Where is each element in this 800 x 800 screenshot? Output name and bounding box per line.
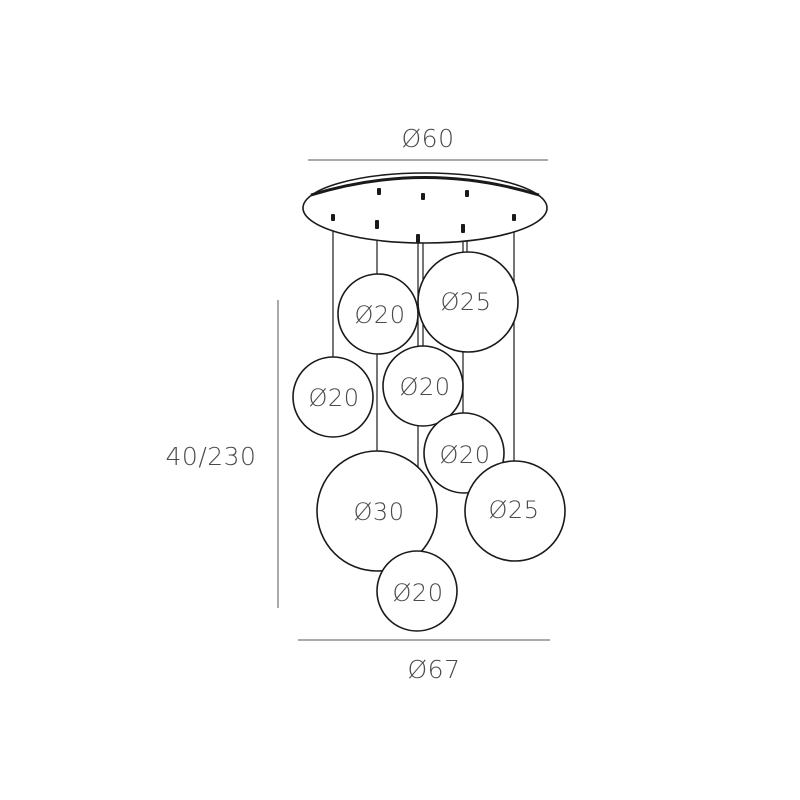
total-diameter-label: Ø67 [408,655,461,684]
cable-clip [421,193,425,200]
cable-clip [461,224,465,233]
globe [382,345,464,427]
globe-label: Ø20 [355,301,406,329]
globe [292,356,374,438]
globe [376,550,458,632]
globe-label: Ø20 [309,384,360,412]
cable-clips [331,188,516,243]
globes: Ø20 Ø25 Ø20 Ø20 Ø20 Ø30 Ø25 Ø20 [292,251,566,632]
cable-clip [512,214,516,221]
height-range-label: 40/230 [166,442,257,471]
cable-clip [375,220,379,229]
canopy-disc [302,172,548,244]
globe-label: Ø25 [441,288,492,316]
cable-clip [377,188,381,195]
cable-clip [465,190,469,197]
canopy-diameter-label: Ø60 [402,124,455,153]
globe-label: Ø20 [393,579,444,607]
cable-clip [331,214,335,221]
globe-label: Ø30 [354,498,405,526]
globe [417,251,519,353]
cable-clip [416,234,420,243]
canopy-rim [310,176,540,197]
globe [464,460,566,562]
globe-label: Ø20 [440,441,491,469]
globe [316,450,438,572]
globe-label: Ø20 [400,373,451,401]
ceiling-canopy [302,172,548,244]
globe [337,273,419,355]
globe-label: Ø25 [489,496,540,524]
